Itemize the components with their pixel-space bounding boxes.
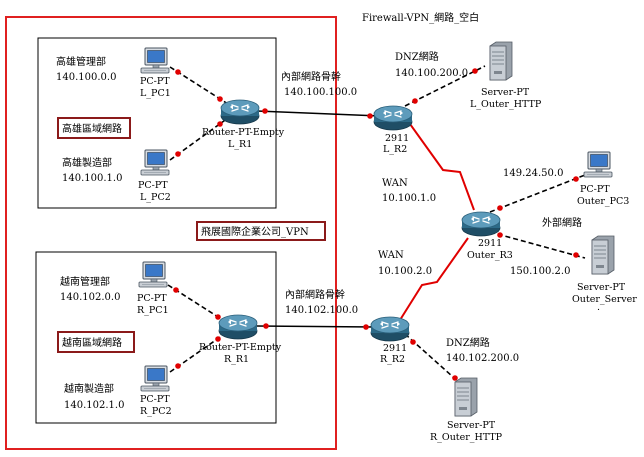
vietnam-region-box	[57, 331, 135, 353]
lserver-type: Server-PT	[481, 87, 530, 98]
kaohsiung-backbone-name: 內部網路骨幹	[281, 70, 341, 83]
pc-icon[interactable]	[140, 47, 170, 74]
link-dots	[173, 68, 579, 381]
lpc1-type: PC-PT	[140, 76, 170, 87]
rr1-name: R_R1	[224, 354, 249, 365]
router-icon[interactable]	[220, 99, 260, 125]
router-icon[interactable]	[218, 314, 258, 340]
lr1-name: L_R1	[228, 139, 252, 150]
lr1-type: Router-PT-Empty	[202, 127, 285, 138]
outer-server-type: Server-PT	[577, 282, 626, 293]
outer-pc-type: PC-PT	[580, 184, 610, 195]
or3-name: Outer_R3	[467, 250, 513, 261]
vietnam-mfg-net: 140.102.1.0	[64, 400, 124, 411]
server-icon[interactable]	[591, 235, 615, 275]
rpc2-name: R_PC2	[140, 406, 172, 417]
rpc2-type: PC-PT	[140, 394, 170, 405]
kaohsiung-mgmt-name: 高雄管理部	[56, 55, 106, 68]
kaohsiung-region-box	[57, 117, 131, 139]
link-lr1-lr2	[256, 110, 381, 117]
kaohsiung-wan-net: 10.100.1.0	[382, 193, 436, 204]
outer-pc-net: 149.24.50.0	[503, 168, 563, 179]
kaohsiung-site-box	[37, 37, 277, 209]
outer-server-net: 150.100.2.0	[510, 266, 570, 277]
rr2-name: R_R2	[380, 354, 405, 365]
rr1-type: Router-PT-Empty	[199, 342, 282, 353]
pc-icon[interactable]	[583, 151, 613, 178]
server-icon[interactable]	[454, 377, 478, 417]
vietnam-mfg-name: 越南製造部	[64, 382, 114, 395]
lpc2-type: PC-PT	[138, 180, 168, 191]
vietnam-mgmt-name: 越南管理部	[60, 275, 110, 288]
vpn-enclosure	[5, 16, 337, 450]
router-icon[interactable]	[461, 211, 501, 237]
pc-icon[interactable]	[140, 365, 170, 392]
vietnam-site-box	[35, 251, 277, 424]
vietnam-mgmt-net: 140.102.0.0	[60, 292, 120, 303]
wan-link-1	[409, 123, 475, 211]
kaohsiung-region-label: 高雄區域網路	[62, 122, 122, 135]
kaohsiung-mfg-name: 高雄製造部	[62, 156, 112, 169]
outer-server-extra: .	[597, 302, 600, 313]
kaohsiung-dmz-net: 140.100.200.0	[395, 68, 468, 79]
vietnam-wan-net: 10.100.2.0	[378, 266, 432, 277]
rr2-model: 2911	[383, 343, 407, 354]
link-lr2-lserver	[404, 65, 486, 107]
vietnam-region-label: 越南區域網路	[62, 336, 122, 349]
outer-ext-label: 外部網路	[542, 216, 582, 229]
kaohsiung-dmz-name: DNZ網路	[395, 50, 439, 63]
wan-link-2	[399, 237, 469, 321]
lr2-name: L_R2	[383, 144, 407, 155]
rserver-name: R_Outer_HTTP	[430, 432, 503, 443]
lserver-name: L_Outer_HTTP	[470, 99, 542, 110]
kaohsiung-wan-name: WAN	[382, 178, 408, 189]
pc-icon[interactable]	[138, 261, 168, 288]
company-label-box	[196, 221, 326, 241]
router-icon[interactable]	[373, 105, 413, 131]
kaohsiung-mfg-net: 140.100.1.0	[62, 173, 122, 184]
outer-pc-name: Outer_PC3	[577, 196, 629, 207]
link-or3-oserver	[489, 231, 586, 259]
link-or3-opc	[489, 174, 586, 213]
vietnam-dmz-net: 140.102.200.0	[446, 353, 519, 364]
outer-server-name: Outer_Server	[572, 294, 637, 305]
diagram-title: Firewall-VPN_網路_空白	[362, 11, 479, 24]
kaohsiung-mgmt-net: 140.100.0.0	[56, 72, 116, 83]
company-label: 飛展國際企業公司_VPN	[201, 225, 309, 238]
rpc1-name: R_PC1	[137, 305, 169, 316]
rserver-type: Server-PT	[447, 420, 496, 431]
vietnam-backbone-net: 140.102.100.0	[285, 305, 358, 316]
pc-icon[interactable]	[140, 149, 170, 176]
router-icon[interactable]	[370, 316, 410, 342]
or3-model: 2911	[478, 238, 502, 249]
vietnam-wan-name: WAN	[378, 250, 404, 261]
kaohsiung-backbone-net: 140.100.100.0	[284, 87, 357, 98]
rpc1-type: PC-PT	[137, 293, 167, 304]
lr2-model: 2911	[385, 133, 409, 144]
link-rr1-rr2	[255, 325, 376, 328]
lpc1-name: L_PC1	[140, 88, 171, 99]
vietnam-backbone-name: 內部網路骨幹	[285, 288, 345, 301]
lpc2-name: L_PC2	[140, 192, 171, 203]
vietnam-dmz-name: DNZ網路	[446, 336, 490, 349]
server-icon[interactable]	[489, 41, 513, 81]
